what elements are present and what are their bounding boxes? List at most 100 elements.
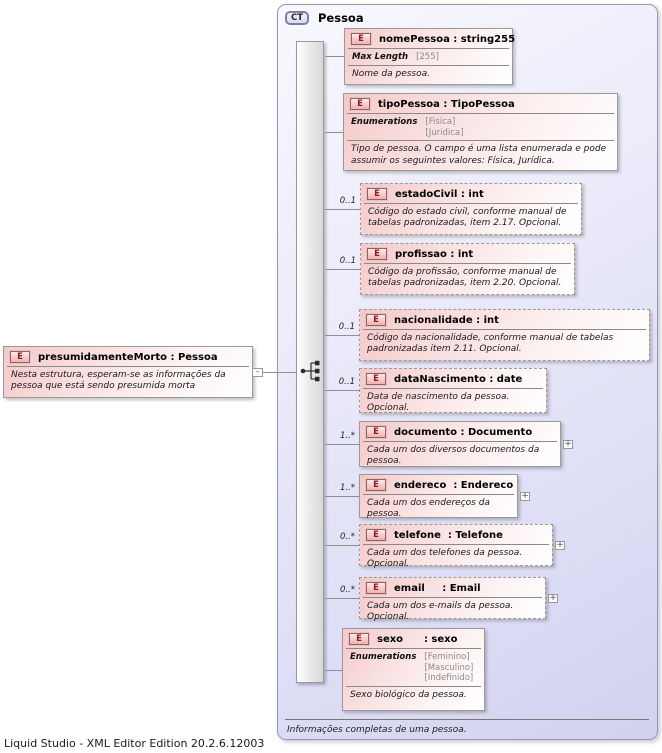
element-icon: E (367, 248, 387, 260)
element-title: nomePessoa : string255 (379, 33, 516, 45)
element-node-email[interactable]: E email : Email Cada um dos e-mails da p… (359, 577, 546, 622)
cardinality-label: 0..1 (339, 256, 356, 266)
connector-line (325, 390, 359, 391)
element-description: Código da nacionalidade, conforme manual… (367, 333, 614, 355)
facet-label: Enumerations (351, 117, 418, 127)
element-description: Nome da pessoa. (352, 68, 431, 79)
divider (363, 597, 542, 598)
element-node-dataNascimento[interactable]: E dataNascimento : date Data de nascimen… (359, 368, 547, 413)
cardinality-label: 1..* (339, 483, 355, 493)
element-icon: E (366, 373, 386, 385)
cardinality-label: 0..* (339, 532, 355, 542)
sequence-icon[interactable] (298, 358, 324, 384)
element-description: Código do estado civil, conforme manual … (368, 207, 567, 229)
element-title: profissao : int (395, 248, 474, 260)
element-title: tipoPessoa : TipoPessoa (378, 98, 515, 110)
divider (363, 494, 514, 495)
status-bar-text: Liquid Studio - XML Editor Edition 20.2.… (4, 737, 265, 750)
element-title: presumidamenteMorto : Pessoa (38, 351, 218, 363)
facet-value: [Indefinido] (424, 673, 474, 684)
connector-line (325, 335, 359, 336)
element-icon: E (367, 188, 387, 200)
element-description: Cada um dos diversos documentos da pesso… (367, 445, 540, 467)
cardinality-label: 0..1 (339, 196, 356, 206)
divider (364, 263, 571, 264)
divider (347, 140, 614, 142)
connector-line (325, 545, 359, 546)
element-description: Nesta estrutura, esperam-se as informaçõ… (11, 370, 226, 392)
facet-value: [Masculino] (424, 662, 474, 673)
element-node-nomePessoa[interactable]: E nomePessoa : string255 Max Length [255… (344, 28, 516, 85)
expand-button[interactable]: + (520, 491, 530, 501)
connector-line (325, 670, 342, 671)
connector-line (325, 598, 359, 599)
element-icon: E (366, 426, 386, 438)
element-description: Sexo biológico da pessoa. (350, 689, 467, 700)
element-node-endereco[interactable]: E endereco : Endereco Cada um dos endere… (359, 474, 518, 519)
connector-line (325, 496, 359, 497)
element-icon: E (10, 351, 30, 363)
element-icon: E (366, 479, 386, 491)
connector-line (253, 372, 297, 373)
complex-type-header[interactable]: CT Pessoa (285, 11, 364, 25)
divider (364, 203, 578, 204)
element-description: Cada um dos telefones da pessoa. Opciona… (367, 548, 523, 570)
element-description: Tipo de pessoa. O campo é uma lista enum… (351, 144, 607, 166)
facet-label: Enumerations (350, 652, 417, 662)
element-icon: E (366, 582, 386, 594)
facet-value: [Fisica] (425, 117, 456, 127)
cardinality-label: 0..1 (338, 322, 355, 332)
element-title: estadoCivil : int (395, 188, 484, 200)
expand-button[interactable]: + (555, 540, 565, 550)
collapse-button[interactable]: - (252, 368, 263, 377)
element-node-telefone[interactable]: E telefone : Telefone Cada um dos telefo… (359, 524, 553, 569)
expand-button[interactable]: + (548, 593, 558, 603)
cardinality-label: 0..* (339, 585, 355, 595)
connector-line (325, 444, 359, 445)
element-title: dataNascimento : date (394, 373, 523, 385)
element-icon: E (366, 314, 386, 326)
element-node-nacionalidade[interactable]: E nacionalidade : int Código da nacional… (359, 309, 650, 361)
complex-type-title: Pessoa (318, 11, 364, 25)
divider (363, 388, 543, 389)
connector-line (325, 209, 360, 210)
element-node-profissao[interactable]: E profissao : int Código da profissão, c… (360, 243, 575, 295)
element-node-tipoPessoa[interactable]: E tipoPessoa : TipoPessoa Enumerations [… (343, 93, 618, 171)
element-icon: E (351, 33, 371, 45)
facet-label: Max Length (352, 52, 409, 62)
element-icon: E (349, 633, 369, 645)
cardinality-label: 1..* (339, 431, 355, 441)
divider (363, 441, 557, 442)
element-icon: E (350, 98, 370, 110)
divider (348, 64, 509, 66)
divider (7, 366, 249, 367)
element-description: Data de nascimento da pessoa. Opcional. (367, 392, 510, 414)
expand-button[interactable]: + (563, 439, 573, 449)
element-node-sexo[interactable]: E sexo : sexo Enumerations [Feminino] [M… (342, 628, 485, 711)
element-description: Cada um dos e-mails da pessoa. Opcional. (367, 601, 514, 623)
element-description: Cada um dos endereços da pessoa. (367, 498, 490, 520)
divider (346, 685, 481, 687)
facet-value: [Juridica] (425, 127, 464, 138)
element-title: documento : Documento (394, 426, 533, 438)
divider (347, 113, 614, 114)
element-node-estadoCivil[interactable]: E estadoCivil : int Código do estado civ… (360, 183, 582, 235)
element-icon: E (366, 529, 386, 541)
connector-line (325, 269, 360, 270)
element-node-documento[interactable]: E documento : Documento Cada um dos dive… (359, 421, 561, 467)
divider (348, 48, 509, 49)
connector-line (325, 56, 344, 57)
cardinality-label: 0..1 (338, 377, 355, 387)
complex-type-note: Informações completas de uma pessoa. (287, 725, 467, 735)
element-node-presumidamenteMorto[interactable]: E presumidamenteMorto : Pessoa Nesta est… (3, 346, 253, 398)
facet-value: [Feminino] (424, 652, 470, 662)
divider (363, 329, 646, 330)
complex-type-footer-divider (285, 719, 649, 720)
element-title: endereco : Endereco (394, 479, 514, 491)
element-description: Código da profissão, conforme manual de … (368, 267, 562, 289)
element-title: sexo : sexo (377, 633, 458, 645)
element-title: nacionalidade : int (394, 314, 499, 326)
sequence-bar[interactable] (296, 41, 324, 683)
divider (346, 648, 481, 649)
